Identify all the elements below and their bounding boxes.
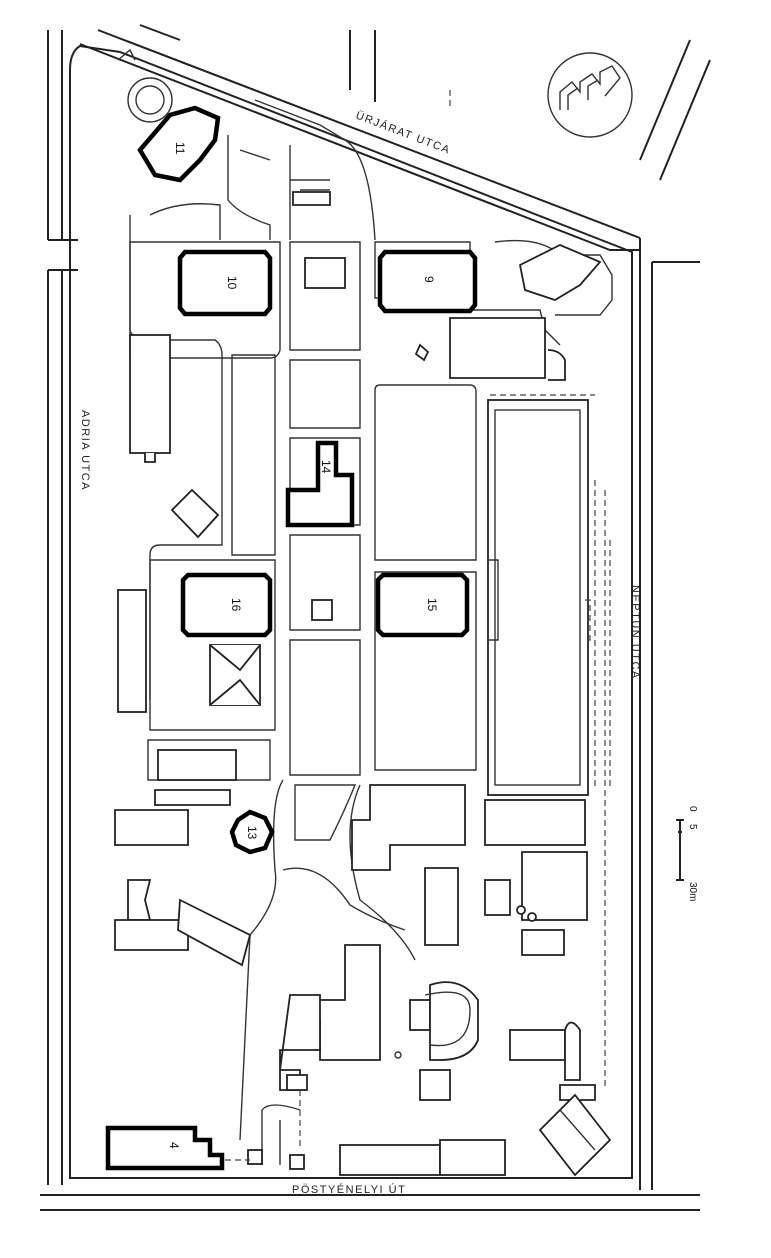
street-network [40, 24, 711, 1211]
building-11-label: 11 [173, 142, 187, 155]
street-label-east: NEPTUN UTCA [629, 585, 641, 680]
street-label-west: ADRIA UTCA [79, 410, 91, 491]
building-15-label: 15 [425, 598, 439, 612]
scale-start-label: 0 [687, 806, 698, 812]
building-11 [137, 105, 221, 183]
walkways [129, 99, 613, 1165]
buildings [114, 191, 612, 1177]
building-4 [105, 1125, 225, 1171]
building-10 [177, 249, 273, 317]
university-logo-icon [547, 52, 633, 138]
building-14-label: 14 [319, 460, 333, 474]
roundabout [117, 48, 173, 123]
scale-end-label: 30m [687, 882, 698, 901]
campus-boundary [69, 44, 633, 1179]
building-14 [285, 440, 355, 528]
building-13 [229, 809, 275, 855]
scale-mid-label: 5 [687, 824, 698, 830]
scale-bar: 0 5 30m [676, 806, 698, 901]
building-13-label: 13 [245, 826, 259, 840]
building-9-label: 9 [422, 276, 436, 283]
long-hall-building [215, 90, 611, 1161]
building-9 [377, 249, 478, 314]
building-15 [375, 572, 470, 638]
street-label-south: PÖSTYÉNELYI ÚT [292, 1183, 406, 1196]
building-10-label: 10 [225, 276, 239, 290]
building-16 [180, 572, 273, 638]
building-4-label: 4 [167, 1142, 181, 1149]
building-16-label: 16 [229, 598, 243, 612]
